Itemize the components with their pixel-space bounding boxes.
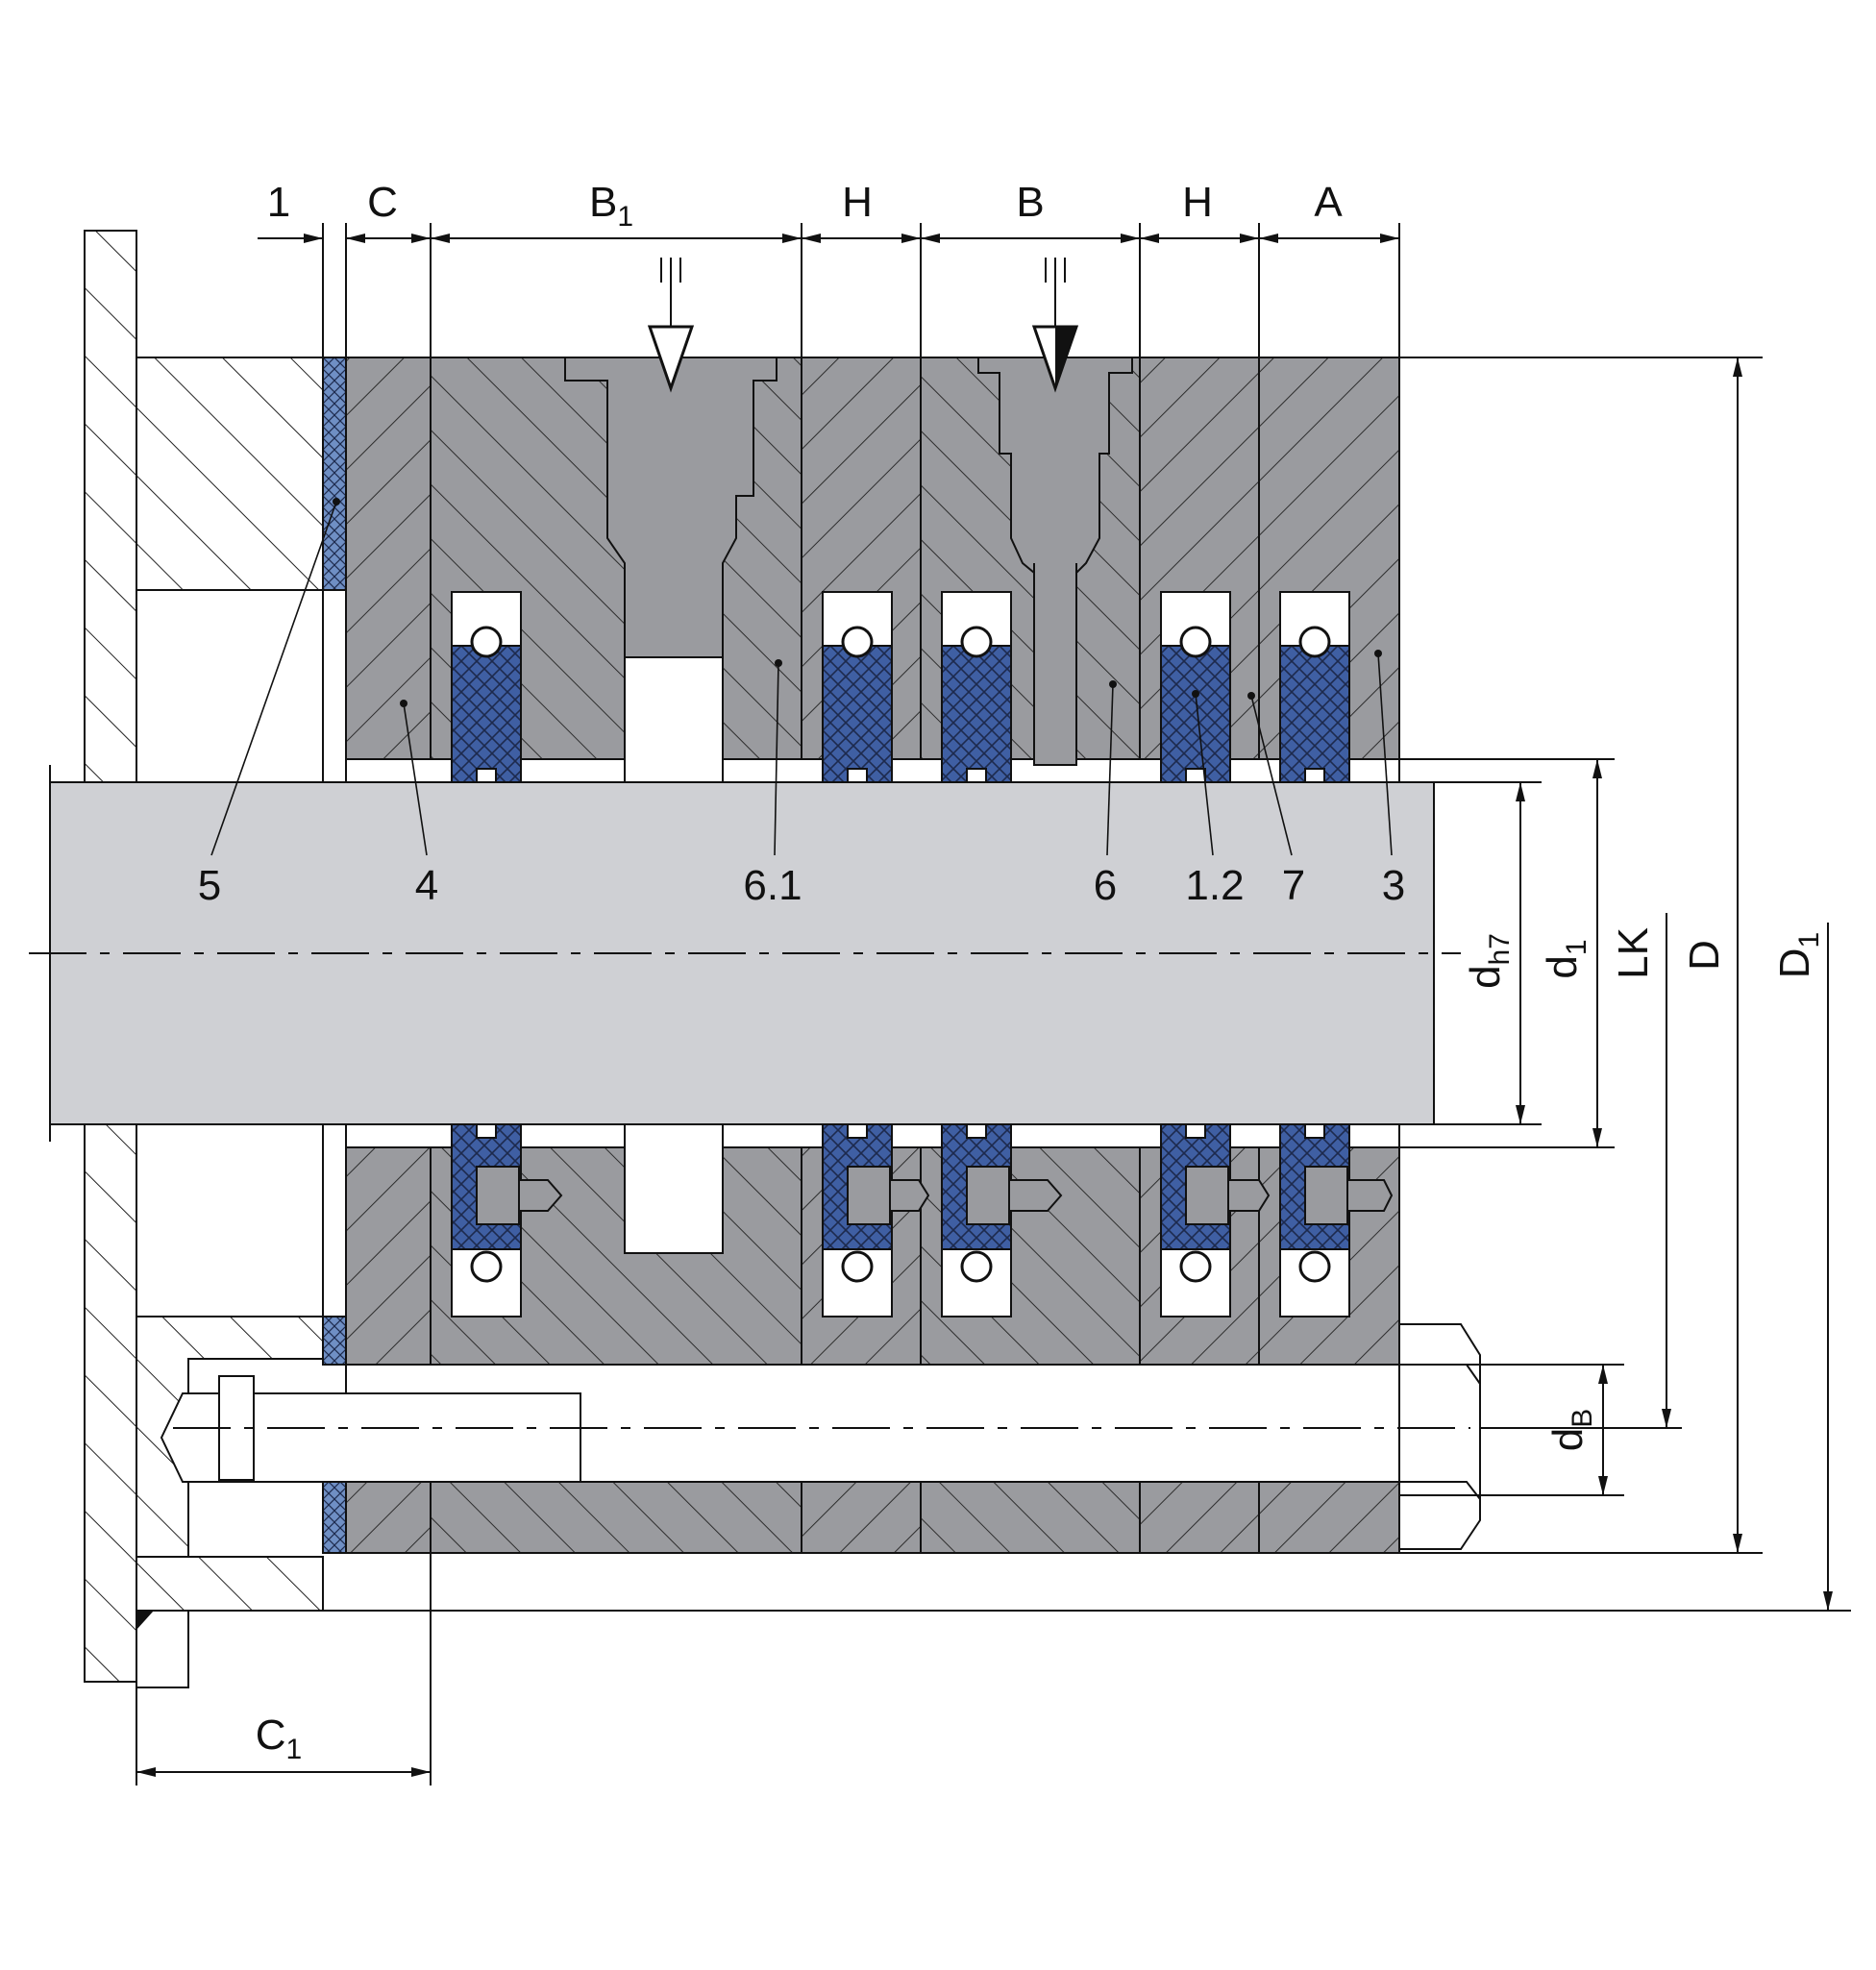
right-dimension-lines xyxy=(136,357,1851,1612)
seal-upper-2 xyxy=(822,591,893,785)
bottom-dimension: C1 xyxy=(136,1482,432,1785)
seal-upper-4 xyxy=(1160,591,1231,785)
seal-upper-5 xyxy=(1279,591,1350,785)
mounting-flange xyxy=(136,357,324,1688)
seal-lower-2 xyxy=(822,1123,930,1317)
dim-label-dB: dB xyxy=(1544,1409,1598,1452)
part-label-5: 5 xyxy=(198,862,221,909)
inlet-arrow-right xyxy=(1031,258,1079,393)
dim-label-LK: LK xyxy=(1610,927,1657,979)
right-dimension-labels: dh7 d1 LK D D1 dB xyxy=(1462,927,1825,1451)
seal-lower-3 xyxy=(941,1123,1063,1317)
tie-bolt xyxy=(160,1323,1481,1550)
dim-label-D1: D1 xyxy=(1771,932,1825,978)
port-channel-right xyxy=(977,357,1133,766)
inlet-arrow-left xyxy=(647,258,695,393)
part-label-6: 6 xyxy=(1094,862,1117,909)
seal-lower-1 xyxy=(451,1123,563,1317)
dim-label-A: A xyxy=(1314,179,1343,226)
dim-label-D: D xyxy=(1681,940,1728,971)
part-number-labels: 5 4 6.1 6 1.2 7 3 xyxy=(198,862,1405,909)
top-dimension-labels: 1 C B1 H B H A xyxy=(267,179,1344,233)
dim-label-C1: C1 xyxy=(256,1711,302,1765)
port-channel-left xyxy=(564,357,778,783)
dim-label-d1: d1 xyxy=(1539,939,1592,978)
dim-label-C: C xyxy=(367,179,398,226)
part-label-7: 7 xyxy=(1282,862,1305,909)
seal-lower-4 xyxy=(1160,1123,1271,1317)
dim-label-H-right: H xyxy=(1182,179,1213,226)
part-number-leaders xyxy=(210,498,1393,856)
dim-label-B: B xyxy=(1016,179,1044,226)
seal-upper-1 xyxy=(451,591,522,785)
part-label-1-2: 1.2 xyxy=(1185,862,1244,909)
part-label-4: 4 xyxy=(415,862,438,909)
dim-label-dh7: dh7 xyxy=(1462,933,1516,989)
dim-label-B1: B1 xyxy=(589,179,633,233)
part-label-3: 3 xyxy=(1382,862,1405,909)
dim-label-1: 1 xyxy=(267,179,290,226)
seal-upper-3 xyxy=(941,591,1012,785)
seal-lower-5 xyxy=(1279,1123,1394,1317)
top-dimension-lines xyxy=(258,223,1400,357)
dim-label-H-left: H xyxy=(842,179,873,226)
part-label-6-1: 6.1 xyxy=(743,862,802,909)
housing-outer-lower xyxy=(345,1481,1400,1554)
